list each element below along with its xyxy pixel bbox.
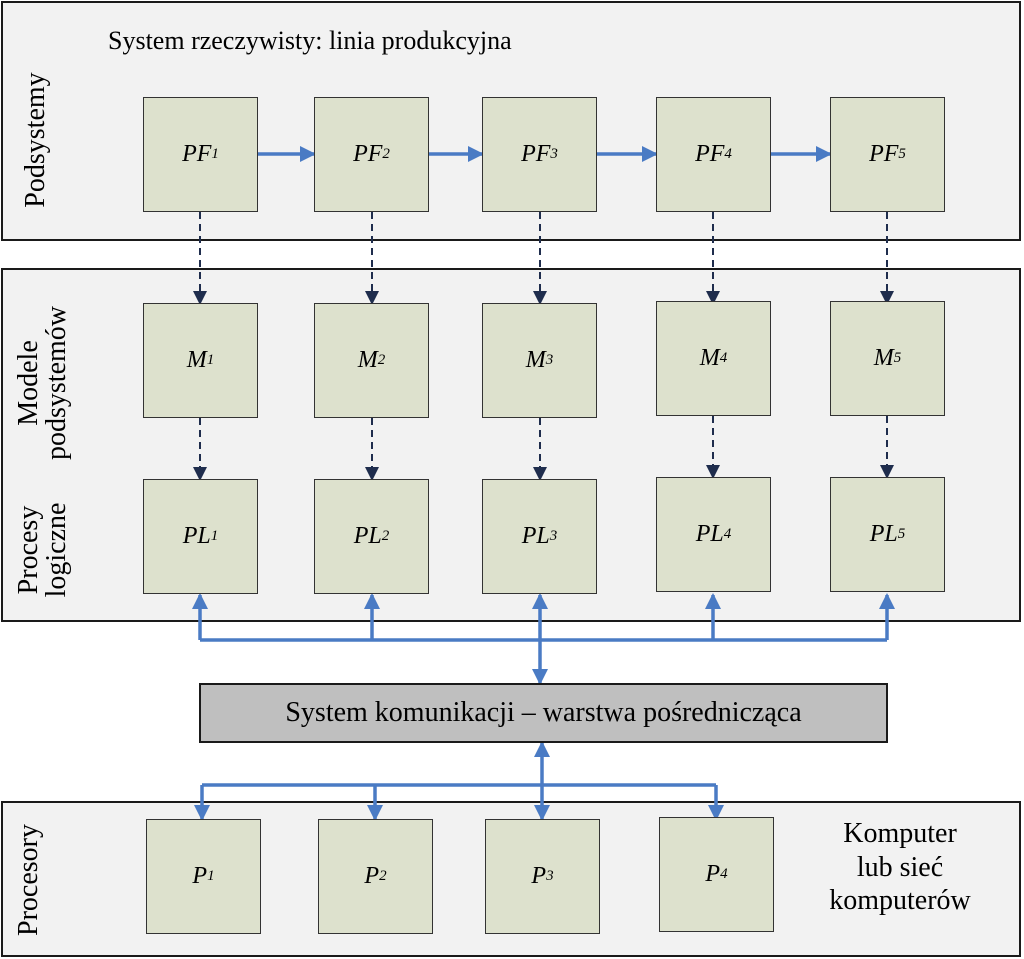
process-bus (192, 593, 895, 685)
pf-box-5-sub: 5 (898, 146, 906, 162)
model-box-2-main: M (357, 347, 378, 373)
subsystems-label: Podsystemy (20, 72, 51, 208)
model-to-process-arrows (193, 416, 894, 481)
processor-box-2-main: P (364, 863, 380, 889)
pf-box-3-main: PF (521, 141, 551, 167)
model-box-3-sub: 3 (545, 352, 554, 368)
pf-box-2-main: PF (353, 141, 383, 167)
process-box-2-main: PL (353, 523, 382, 549)
pf-box-3-sub: 3 (550, 146, 558, 162)
model-box-1-sub: 1 (206, 352, 215, 368)
pf-box-1-sub: 1 (211, 146, 219, 162)
process-box-5-main: PL (869, 521, 898, 547)
models-label-line1: Modele (13, 340, 44, 426)
processor-bus (194, 741, 724, 821)
pf-box-5-main: PF (869, 141, 899, 167)
process-box-1-main: PL (182, 523, 211, 549)
computer-label-line2: lub sieć (856, 851, 944, 883)
model-box-4-sub: 4 (719, 350, 728, 366)
pf-box-2-sub: 2 (382, 146, 390, 162)
process-box-5-sub: 5 (897, 526, 906, 542)
pf-box-1-main: PF (182, 141, 212, 167)
pf-box-4-sub: 4 (724, 146, 732, 162)
process-box-3-main: PL (521, 523, 550, 549)
model-box-2-sub: 2 (377, 352, 386, 368)
processors-label: Procesory (13, 824, 44, 936)
computer-label-line1: Komputer (843, 818, 957, 849)
process-box-4-main: PL (695, 521, 724, 547)
model-box-5-main: M (873, 345, 894, 371)
processor-box-1-main: P (192, 863, 208, 889)
models-label: Modele podsystemów (13, 300, 79, 466)
processor-box-4-main: P (705, 861, 721, 887)
processor-box-2-sub: 2 (379, 868, 387, 884)
process-box-4-sub: 4 (723, 526, 732, 542)
model-box-5-sub: 5 (893, 350, 902, 366)
process-box-1-sub: 1 (210, 528, 219, 544)
computer-label-line3: komputerów (829, 885, 971, 917)
production-line-title: System rzeczywisty: linia produkcyjna (108, 26, 512, 55)
processor-box-3-main: P (531, 863, 547, 889)
processor-box-1-sub: 1 (207, 868, 215, 884)
communication-system-box: System komunikacji – warstwa pośredniczą… (199, 683, 888, 743)
model-box-3-main: M (525, 347, 546, 373)
logical-processes-label: Procesy logiczne (13, 476, 79, 624)
process-box-3-sub: 3 (549, 528, 558, 544)
process-box-2-sub: 2 (381, 528, 390, 544)
model-box-1-main: M (186, 347, 207, 373)
model-box-4-main: M (699, 345, 720, 371)
processor-box-4-sub: 4 (720, 866, 728, 882)
processes-label-line2: logiczne (41, 502, 72, 598)
pf-to-model-arrows (193, 212, 894, 305)
processes-label-line1: Procesy (13, 505, 44, 595)
pf-box-4-main: PF (695, 141, 725, 167)
processor-box-3-sub: 3 (546, 868, 554, 884)
models-label-line2: podsystemów (41, 306, 72, 460)
computer-network-label: Komputer lub sieć komputerów (800, 817, 1000, 918)
